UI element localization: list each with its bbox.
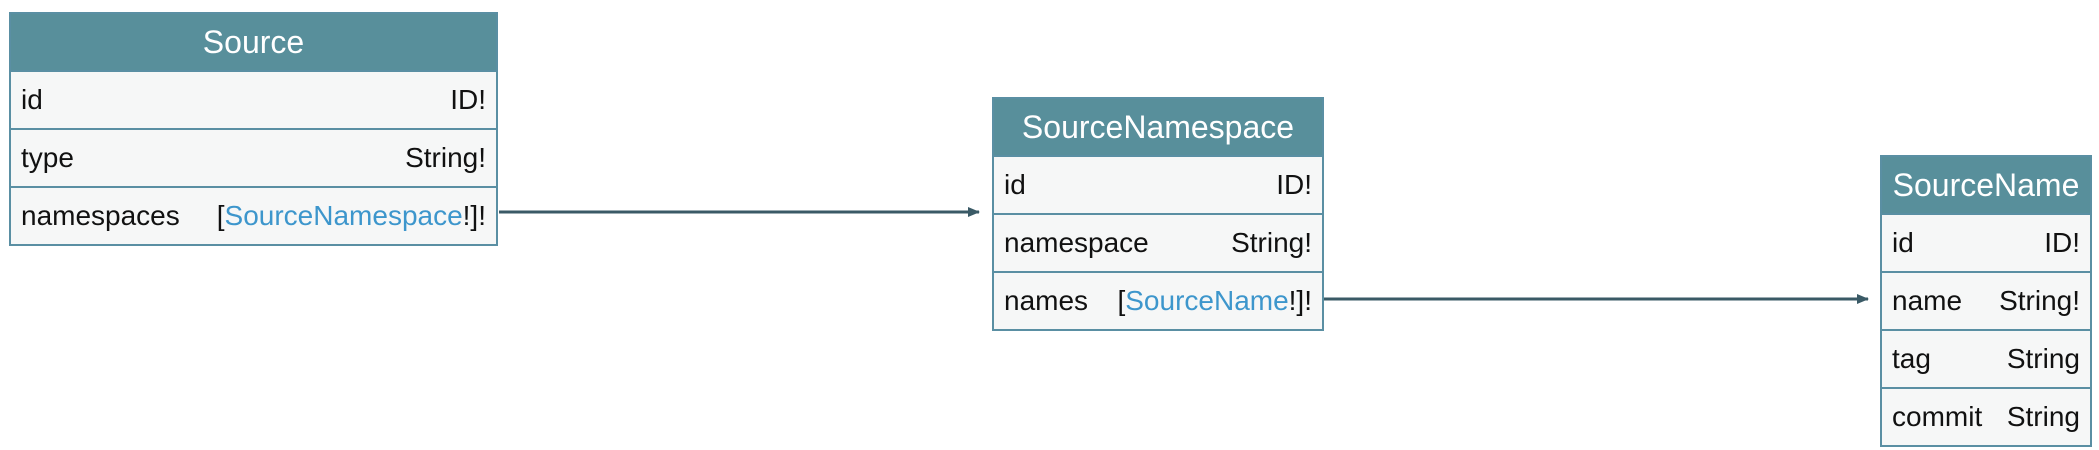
field-name: commit bbox=[1892, 401, 1983, 432]
field-row[interactable]: tag String bbox=[1882, 329, 2090, 387]
field-type: ID! bbox=[2044, 227, 2080, 258]
node-sourcename-title: SourceName bbox=[1882, 157, 2090, 213]
field-row[interactable]: namespaces [SourceNamespace!]! bbox=[11, 186, 496, 244]
field-name: namespaces bbox=[21, 200, 180, 231]
field-name: names bbox=[1004, 285, 1089, 316]
field-name: tag bbox=[1892, 343, 1931, 374]
field-row[interactable]: id ID! bbox=[994, 155, 1322, 213]
field-row[interactable]: commit String bbox=[1882, 387, 2090, 445]
field-type: [SourceName!]! bbox=[1117, 285, 1312, 316]
field-name: id bbox=[1892, 227, 1914, 258]
node-source-title: Source bbox=[11, 14, 496, 70]
field-name: id bbox=[1004, 169, 1026, 200]
field-row[interactable]: id ID! bbox=[11, 70, 496, 128]
field-type: [SourceNamespace!]! bbox=[216, 200, 486, 231]
type-link[interactable]: SourceNamespace bbox=[224, 200, 463, 231]
node-sourcenamespace[interactable]: SourceNamespace id ID! namespace String!… bbox=[992, 97, 1324, 331]
node-source[interactable]: Source id ID! type String! namespaces [S… bbox=[9, 12, 498, 246]
field-type: String bbox=[2006, 401, 2080, 432]
field-name: name bbox=[1892, 285, 1963, 316]
field-row[interactable]: type String! bbox=[11, 128, 496, 186]
field-row[interactable]: name String! bbox=[1882, 271, 2090, 329]
field-type: ID! bbox=[450, 84, 486, 115]
field-name: namespace bbox=[1004, 227, 1149, 258]
node-sourcename[interactable]: SourceName id ID! name String! tag Strin… bbox=[1880, 155, 2092, 447]
field-type: String! bbox=[405, 142, 486, 173]
field-row[interactable]: namespace String! bbox=[994, 213, 1322, 271]
field-type: String! bbox=[1231, 227, 1312, 258]
field-name: type bbox=[21, 142, 74, 173]
field-type: String! bbox=[1999, 285, 2080, 316]
type-link[interactable]: SourceName bbox=[1125, 285, 1289, 316]
field-name: id bbox=[21, 84, 43, 115]
node-sourcenamespace-title: SourceNamespace bbox=[994, 99, 1322, 155]
field-row[interactable]: id ID! bbox=[1882, 213, 2090, 271]
field-row[interactable]: names [SourceName!]! bbox=[994, 271, 1322, 329]
field-type: String bbox=[2006, 343, 2080, 374]
field-type: ID! bbox=[1276, 169, 1312, 200]
